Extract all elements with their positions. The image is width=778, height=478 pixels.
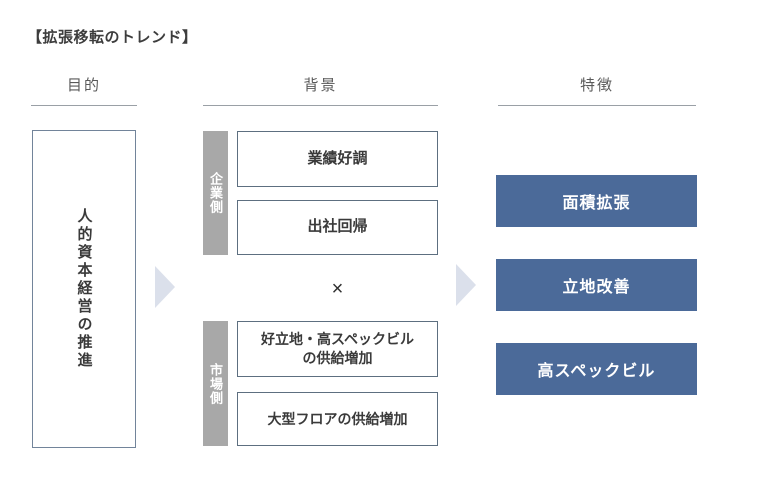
arrow-right-icon [155,266,175,308]
market-side-bar: 市場側 [203,321,228,446]
column-header-features: 特徴 [498,74,696,106]
column-header-purpose: 目的 [31,74,137,106]
background-item-supply-large-floor: 大型フロアの供給増加 [237,392,438,446]
column-header-background: 背景 [203,74,438,106]
background-item-supply-high-spec: 好立地・高スペックビル の供給増加 [237,321,438,377]
feature-box-high-spec-building: 高スペックビル [496,343,697,395]
company-side-label: 企業側 [208,172,223,214]
feature-box-location-improvement: 立地改善 [496,259,697,311]
background-item-business-performance: 業績好調 [237,131,438,187]
arrow-right-icon [456,264,476,306]
diagram-title: 【拡張移転のトレンド】 [27,29,198,46]
company-side-bar: 企業側 [203,131,228,255]
feature-box-area-expansion: 面積拡張 [496,175,697,227]
market-side-label: 市場側 [208,362,223,405]
background-item-return-to-office: 出社回帰 [237,200,438,255]
multiply-symbol: × [331,277,344,300]
purpose-box-label: 人的資本経営の推進 [75,208,93,370]
purpose-box: 人的資本経営の推進 [32,130,136,448]
